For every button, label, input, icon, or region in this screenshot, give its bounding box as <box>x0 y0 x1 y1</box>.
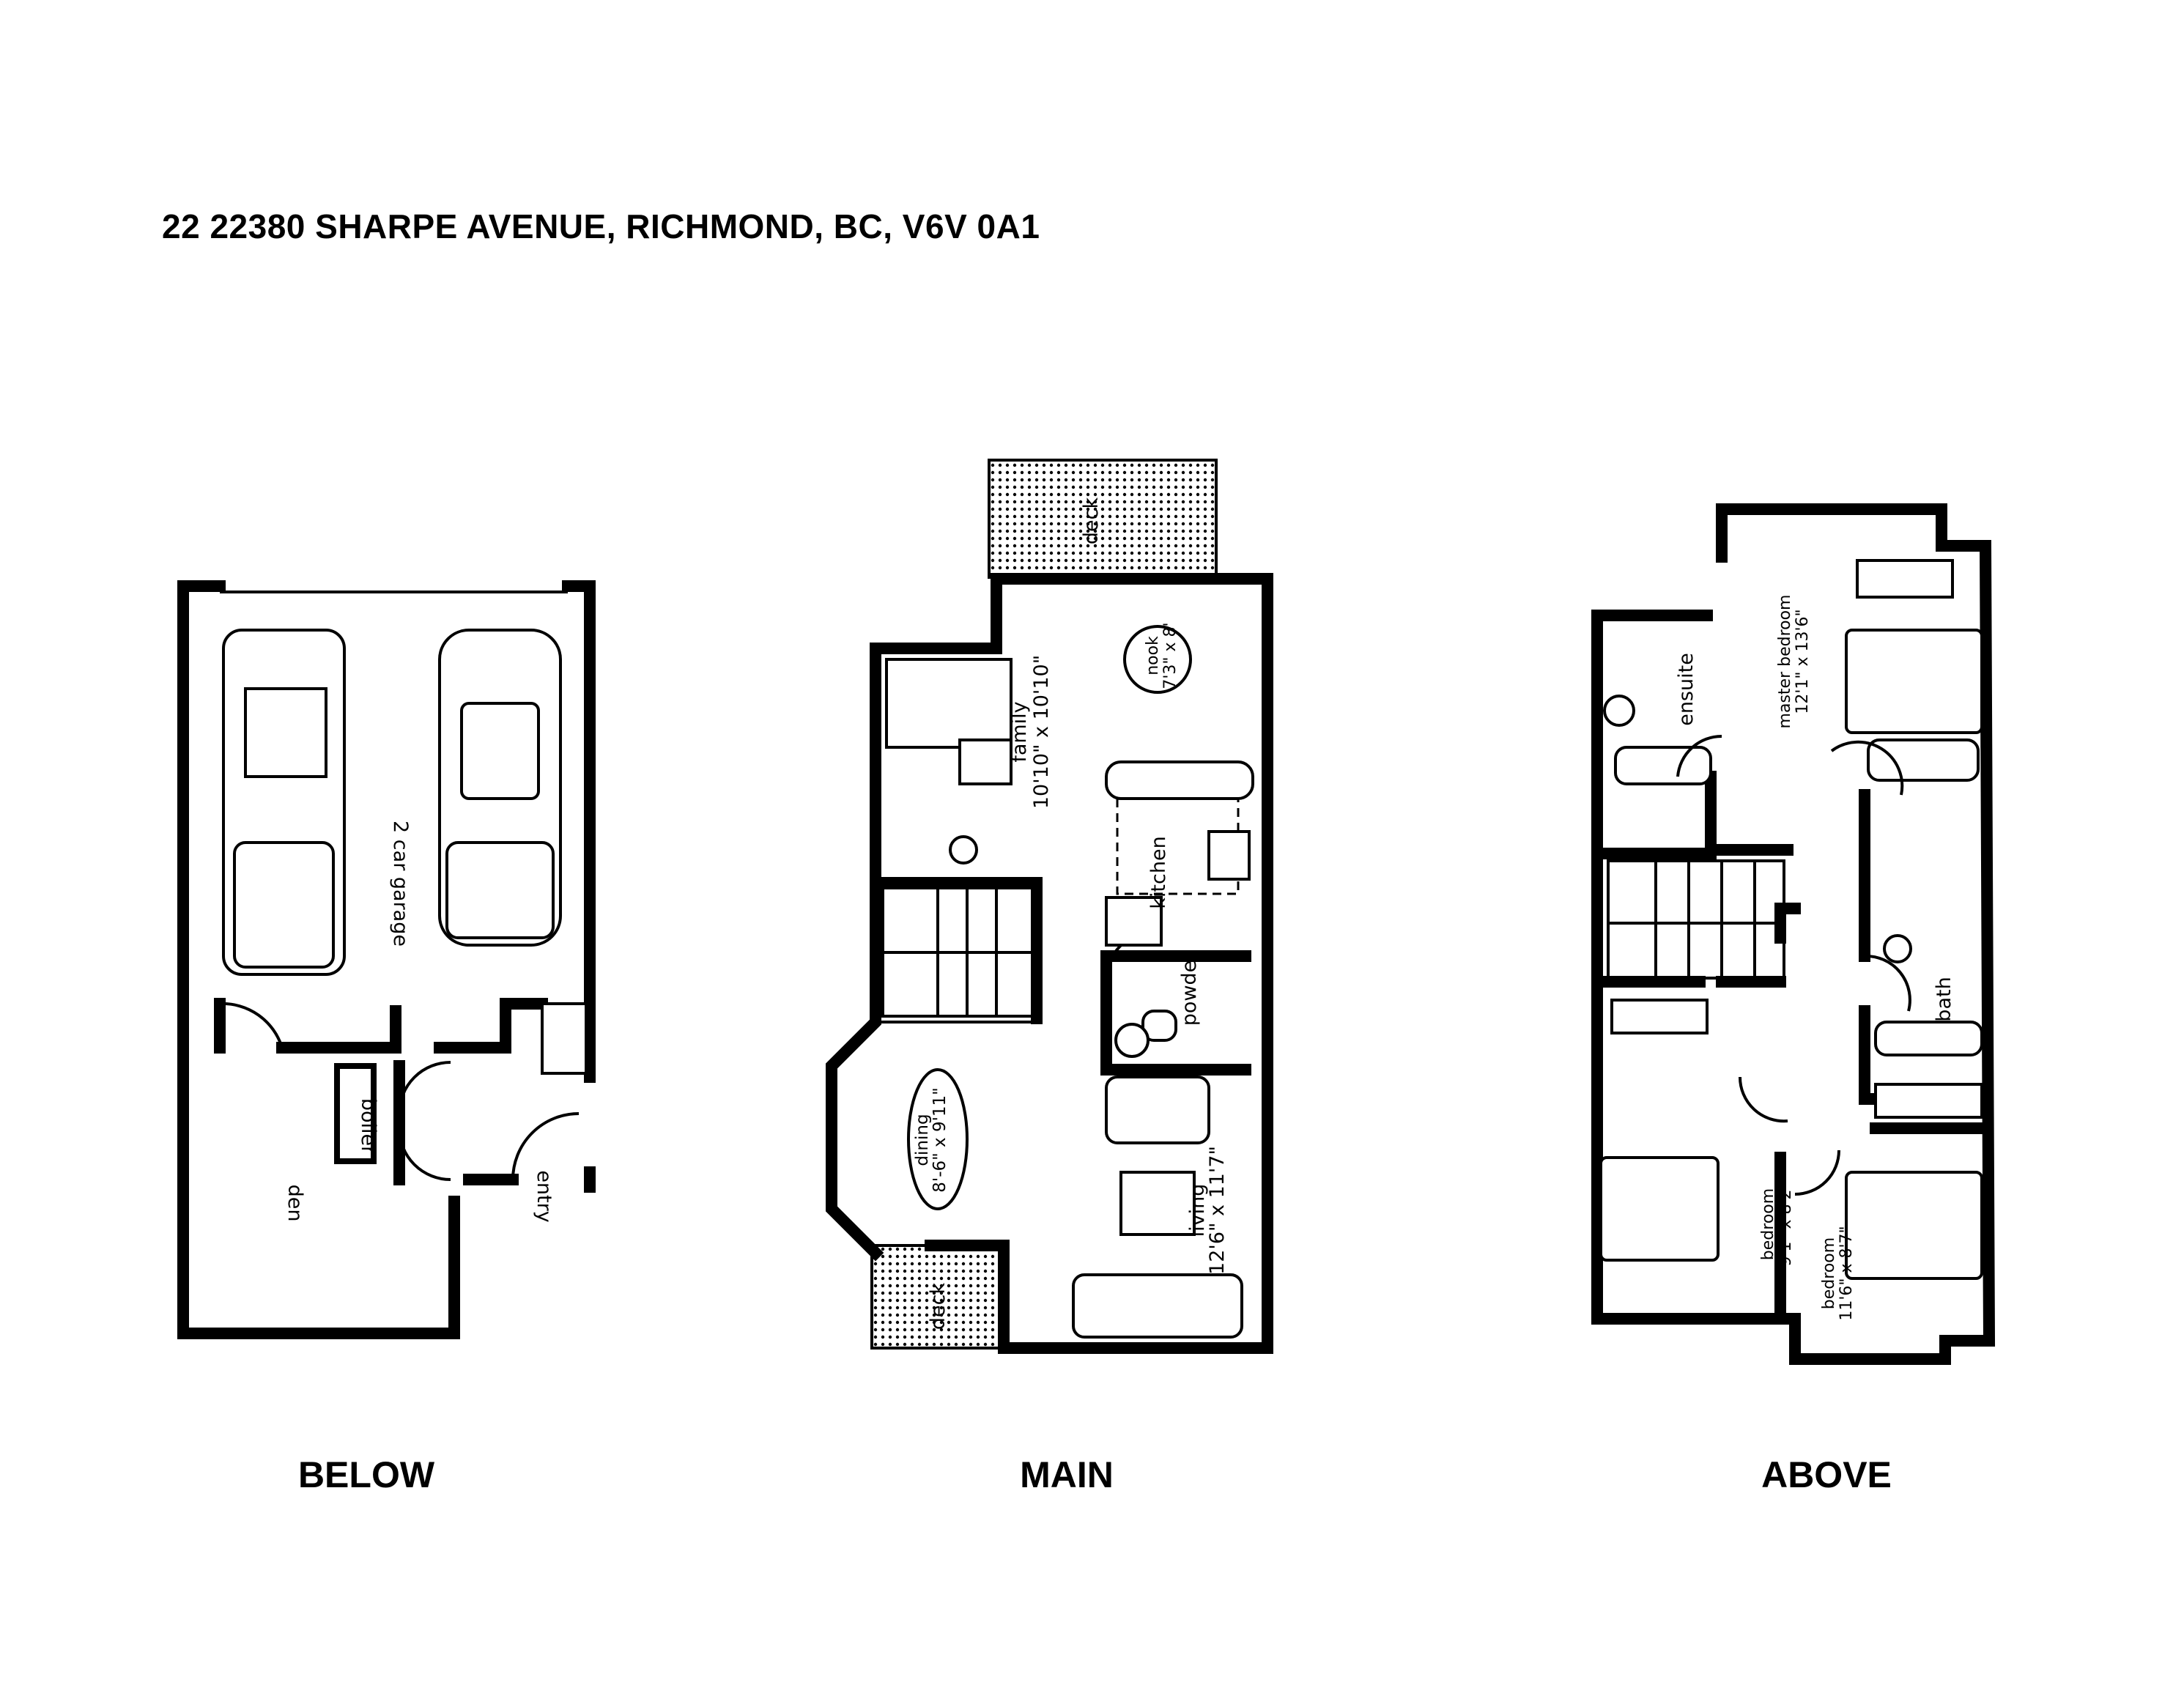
room-label-garage: 2 car garage <box>389 821 412 947</box>
room-label-bedroom-3: bedroom <box>1820 1237 1838 1309</box>
floor-label-below: BELOW <box>297 1454 435 1495</box>
floor-plan-above: ensuite master bedroom 12'1" x 13'6" bat… <box>1591 503 1996 1365</box>
room-size-living: 12'6" x 11'7" <box>1206 1146 1229 1275</box>
room-label-living: living <box>1186 1184 1209 1237</box>
room-label-den: den <box>284 1185 306 1222</box>
room-size-family: 10'10" x 10'10" <box>1030 655 1053 809</box>
room-label-master-bedroom: master bedroom <box>1776 595 1794 729</box>
room-label-powder: powder <box>1178 952 1201 1026</box>
room-label-family: family <box>1008 701 1031 762</box>
room-size-master-bedroom: 12'1" x 13'6" <box>1794 609 1812 714</box>
room-label-nook: nook <box>1144 636 1162 675</box>
car-icon <box>222 629 346 976</box>
room-size-nook: 7'3" x 8' <box>1161 622 1180 689</box>
room-label-bedroom-2: bedroom <box>1759 1188 1777 1260</box>
room-label-deck-bottom: deck <box>927 1283 950 1330</box>
floor-label-above: ABOVE <box>1761 1454 1892 1495</box>
room-label-dining: dining <box>913 1114 932 1166</box>
property-address-title: 22 22380 SHARPE AVENUE, RICHMOND, BC, V6… <box>162 207 1040 245</box>
room-label-bath: bath <box>1933 977 1955 1021</box>
floor-plan-below: 2 car garage boiler den entry <box>177 580 596 1339</box>
room-label-boiler: boiler <box>357 1098 380 1155</box>
stairs-icon <box>1607 859 1785 980</box>
room-label-ensuite: ensuite <box>1675 653 1698 726</box>
room-size-bedroom-2: 9'1" x 8'2" <box>1777 1182 1795 1266</box>
stairs-icon <box>881 886 1034 1018</box>
room-label-deck-top: deck <box>1080 497 1103 545</box>
room-label-kitchen: kitchen <box>1147 836 1170 908</box>
room-label-entry: entry <box>533 1170 555 1222</box>
floor-plan-main: deck family 10'10" x 10'10" nook 7'3" x … <box>826 459 1273 1354</box>
room-size-dining: 8'-6" x 9'11" <box>930 1087 950 1193</box>
floor-label-main: MAIN <box>1020 1454 1114 1495</box>
room-size-bedroom-3: 11'6" x 8'7" <box>1837 1226 1856 1320</box>
car-icon <box>438 629 562 947</box>
